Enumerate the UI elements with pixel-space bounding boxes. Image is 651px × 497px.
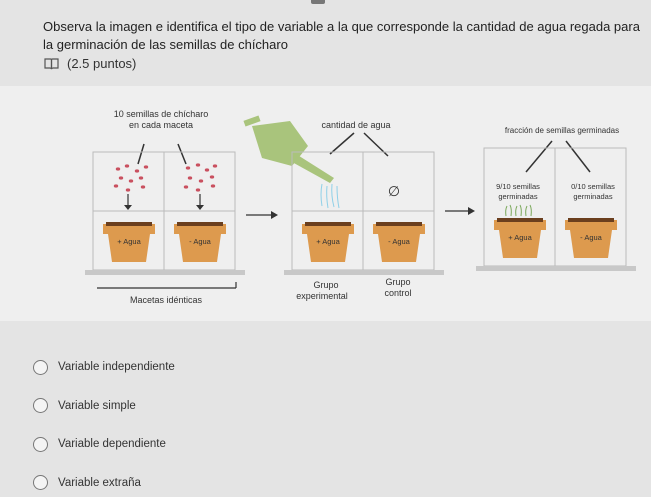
panel3-arrow-left (525, 140, 553, 173)
question-text: Observa la imagen e identifica el tipo d… (43, 19, 640, 52)
seed-cluster-right (183, 163, 218, 192)
pot-right-panel2 (373, 222, 425, 262)
book-icon (44, 57, 59, 69)
watering-can-icon (243, 115, 334, 183)
option-variable-simple[interactable]: Variable simple (33, 387, 175, 426)
panel2-group-left-line1: Grupo (313, 280, 338, 290)
panel1-arrow-left (137, 143, 145, 165)
option-variable-extrana[interactable]: Variable extraña (33, 464, 175, 497)
panel1-arrow-right (177, 143, 187, 165)
panel2-group-left-line2: experimental (296, 291, 348, 301)
panel1-pot-right-label: - Agua (189, 237, 212, 246)
answer-options: Variable independiente Variable simple V… (33, 348, 175, 497)
radio-button-icon[interactable] (33, 359, 48, 375)
radio-button-icon[interactable] (33, 475, 48, 491)
panel1-title-line2: en cada maceta (129, 120, 193, 130)
panel1-pot-left-label: + Agua (117, 237, 141, 246)
panel2-group-right-line1: Grupo (385, 277, 410, 287)
panel2-group-right-line2: control (384, 288, 411, 298)
seed-cluster-left (113, 164, 149, 192)
pot-left-panel3 (494, 218, 546, 258)
panel2-pot-right-label: - Agua (388, 237, 411, 246)
experiment-diagram: 10 semillas de chícharo en cada maceta (85, 109, 636, 305)
panel3-left-line1: 9/10 semillas (496, 182, 540, 191)
radio-button-icon[interactable] (33, 398, 48, 414)
panel2-pot-left-label: + Agua (316, 237, 340, 246)
panel3-arrow-right (565, 140, 591, 173)
panel3-pot-left-label: + Agua (508, 233, 532, 242)
panel3-title: fracción de semillas germinadas (505, 126, 619, 135)
points-label: (2.5 puntos) (67, 56, 137, 71)
radio-button-icon[interactable] (33, 436, 48, 452)
pot-left-panel2 (302, 222, 354, 262)
option-label: Variable simple (58, 399, 136, 412)
panel2-shelf (284, 270, 444, 275)
panel3-right-line1: 0/10 semillas (571, 182, 615, 191)
panel1-shelf (85, 270, 245, 275)
option-variable-dependiente[interactable]: Variable dependiente (33, 425, 175, 464)
pot-right-panel1 (174, 222, 226, 262)
water-stream (320, 183, 340, 209)
option-label: Variable independiente (58, 361, 175, 374)
points-row: (2.5 puntos) (44, 56, 136, 71)
panel3-shelf (476, 266, 636, 271)
top-marker (311, 0, 325, 4)
panel2-title: cantidad de agua (321, 120, 390, 130)
sprouts (505, 204, 532, 217)
panel2-arrow-left (329, 132, 355, 155)
option-label: Variable dependiente (58, 438, 166, 451)
panel1-title-line1: 10 semillas de chícharo (114, 109, 209, 119)
panel1-caption: Macetas idénticas (130, 295, 203, 305)
pot-left-panel1 (103, 222, 155, 262)
panel2-arrow-right (363, 132, 389, 157)
panel3-right-line2: germinadas (573, 192, 612, 201)
panel2-empty-symbol: ∅ (388, 183, 400, 199)
option-variable-independiente[interactable]: Variable independiente (33, 348, 175, 387)
pot-right-panel3 (565, 218, 617, 258)
panel3-left-line2: germinadas (498, 192, 537, 201)
experiment-figure: 10 semillas de chícharo en cada maceta (0, 86, 651, 321)
option-label: Variable extraña (58, 476, 141, 489)
panel3-pot-right-label: - Agua (580, 233, 603, 242)
